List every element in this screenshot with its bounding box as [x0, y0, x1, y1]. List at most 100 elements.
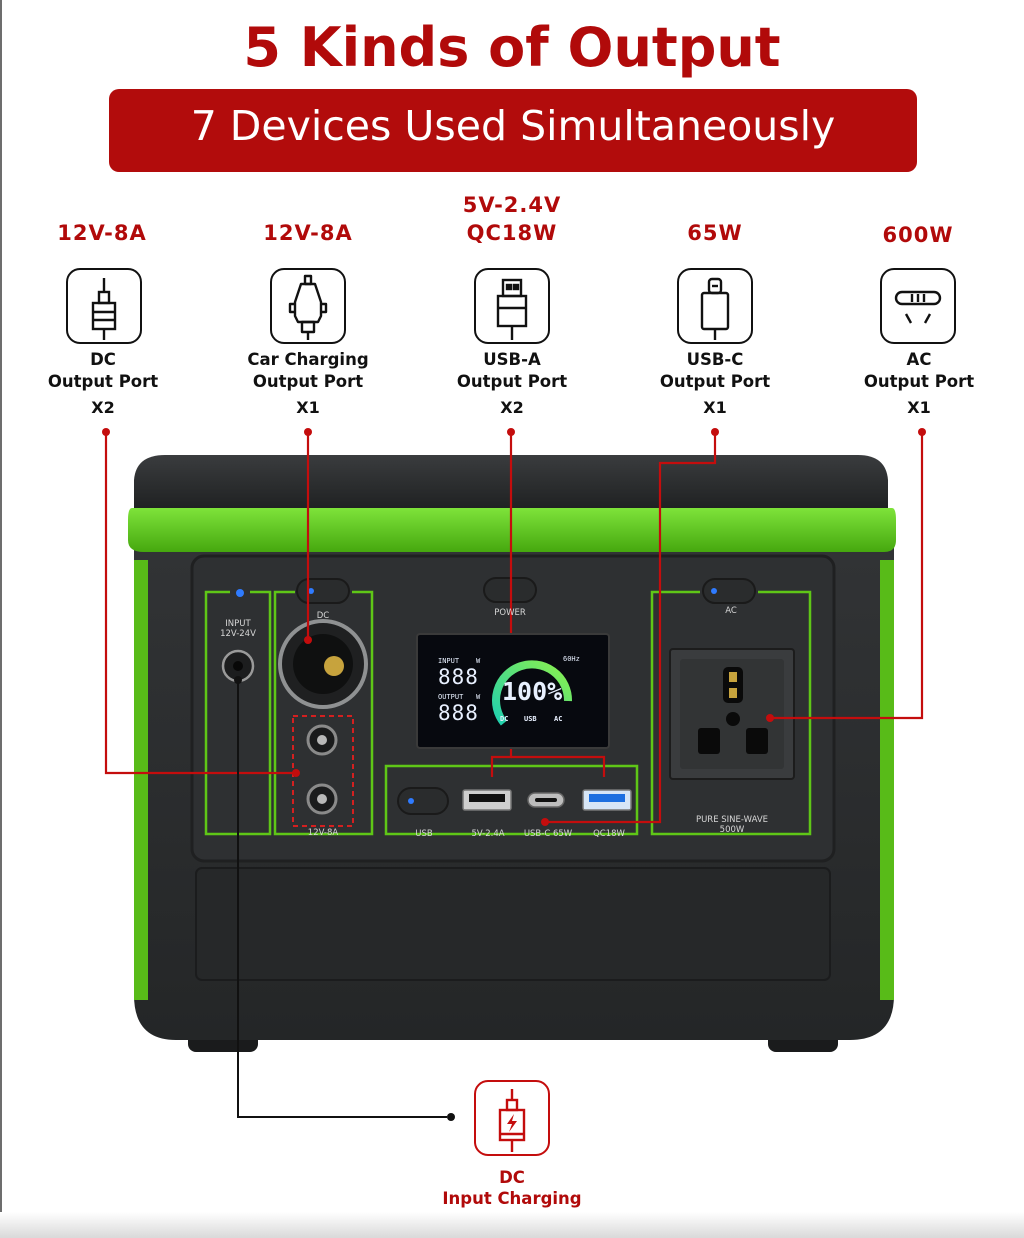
dc-port-2-pin	[317, 794, 327, 804]
dc-indicator-led	[308, 588, 314, 594]
usb-a-qc-port-slot	[589, 794, 625, 802]
ac-socket-glyph	[894, 290, 942, 324]
input-charging-label-line2: Input Charging	[442, 1189, 582, 1208]
lower-panel	[195, 867, 831, 981]
name-ac: AC Output Port	[834, 349, 1004, 392]
power-label: POWER	[494, 608, 526, 618]
input-indicator-led	[236, 589, 244, 597]
qc-rating-label: QC18W	[593, 829, 625, 839]
count-usba: X2	[500, 398, 524, 417]
usb-indicator-led	[408, 798, 414, 804]
name-line: Output Port	[659, 371, 771, 391]
dc-button[interactable]	[296, 578, 350, 604]
dc-input-charging-glyph	[498, 1089, 526, 1152]
input-callout-line	[237, 680, 447, 1118]
name-line: Output Port	[252, 371, 364, 391]
spec-line: 5V-2.4V	[462, 193, 562, 217]
page-title: 5 Kinds of Output	[243, 16, 781, 79]
lcd-indicator-ac: AC	[554, 715, 563, 723]
count-dc: X2	[91, 398, 115, 417]
usb-a-port-1-slot	[469, 794, 505, 802]
spec-usbc: 65W	[635, 219, 795, 247]
usb-a-rating-label: 5V-2.4A	[471, 829, 505, 839]
spec-line: QC18W	[466, 221, 558, 245]
ac-wave-label: PURE SINE-WAVE 500W	[672, 815, 792, 835]
spec-car: 12V-8A	[228, 219, 388, 247]
ac-label: AC	[725, 606, 737, 616]
name-line: DC	[90, 350, 116, 369]
dc-label: DC	[316, 611, 330, 621]
car-charger-plug-glyph	[288, 274, 328, 340]
name-line: Car Charging	[247, 350, 369, 369]
car-socket-inner	[293, 634, 353, 694]
lcd-input-unit: W	[476, 657, 481, 665]
usb-button[interactable]	[397, 787, 449, 815]
spec-line: 65W	[687, 221, 743, 245]
count-usbc: X1	[703, 398, 727, 417]
usb-c-plug-glyph	[700, 277, 730, 340]
dc-input-charging-icon	[474, 1080, 550, 1156]
dc-port-1-pin	[317, 735, 327, 745]
lcd-output-unit: W	[476, 693, 481, 701]
car-charger-plug-icon	[270, 268, 346, 344]
lcd-indicator-usb: USB	[524, 715, 537, 723]
name-dc: DC Output Port	[18, 349, 188, 392]
input-label-line1: INPUT	[225, 619, 251, 629]
ac-socket-icon	[880, 268, 956, 344]
callout-lines	[104, 432, 924, 824]
name-usba: USB-A Output Port	[427, 349, 597, 392]
lcd-output-value: 888	[438, 701, 479, 725]
count-car: X1	[296, 398, 320, 417]
lcd-input-value: 888	[438, 665, 479, 689]
lcd-battery-gauge	[492, 660, 573, 726]
input-callout-dot-top	[234, 676, 242, 684]
name-car: Car Charging Output Port	[223, 349, 393, 392]
bottom-shadow	[0, 1212, 1024, 1238]
side-accent-right	[880, 560, 894, 1000]
side-accent-left	[134, 560, 148, 1000]
spec-usba: 5V-2.4V QC18W	[432, 191, 592, 247]
name-line: USB-C	[686, 350, 744, 369]
name-line: Output Port	[47, 371, 159, 391]
lcd-display: INPUT W 888 OUTPUT W 888 100% 60Hz DC US…	[416, 633, 610, 749]
left-border	[0, 0, 2, 1238]
dc-rating-label: 12V-8A	[307, 828, 339, 838]
spec-line: 12V-8A	[57, 221, 147, 245]
lcd-output-label: OUTPUT	[438, 693, 464, 701]
subtitle-text: 7 Devices Used Simultaneously	[190, 102, 836, 150]
usb-a-plug-icon	[474, 268, 550, 344]
car-socket-contact	[324, 656, 344, 676]
ac-button[interactable]	[702, 578, 756, 604]
subtitle-banner: 7 Devices Used Simultaneously	[109, 89, 917, 172]
ac-power-line: 500W	[719, 825, 745, 835]
name-line: AC	[906, 350, 932, 369]
lcd-hz-label: 60Hz	[563, 655, 580, 663]
lcd-indicator-dc: DC	[500, 715, 509, 723]
gauge-fill	[492, 660, 573, 726]
usb-c-port-slot	[535, 798, 557, 802]
count-ac: X1	[907, 398, 931, 417]
dc-input-jack-pin	[233, 661, 243, 671]
ac-wave-line: PURE SINE-WAVE	[695, 815, 769, 825]
ac-indicator-led	[711, 588, 717, 594]
dc-ports-highlight	[292, 715, 354, 827]
dc-barrel-plug-glyph	[91, 278, 117, 340]
usb-c-plug-icon	[677, 268, 753, 344]
input-label-line2: 12V-24V	[220, 629, 256, 639]
input-callout-dot-end	[447, 1113, 455, 1121]
usb-c-rating-label: USB-C 65W	[523, 829, 573, 839]
name-line: Output Port	[456, 371, 568, 391]
usb-label: USB	[415, 829, 433, 839]
lcd-input-label: INPUT	[438, 657, 460, 665]
spec-line: 12V-8A	[263, 221, 353, 245]
name-line: USB-A	[483, 350, 541, 369]
dc-barrel-plug-icon	[66, 268, 142, 344]
input-charging-label-line1: DC	[499, 1168, 525, 1187]
spec-line: 600W	[882, 223, 954, 247]
name-line: Output Port	[863, 371, 975, 391]
lcd-battery-percent: 100%	[502, 677, 563, 706]
spec-dc: 12V-8A	[22, 219, 182, 247]
name-usbc: USB-C Output Port	[630, 349, 800, 392]
